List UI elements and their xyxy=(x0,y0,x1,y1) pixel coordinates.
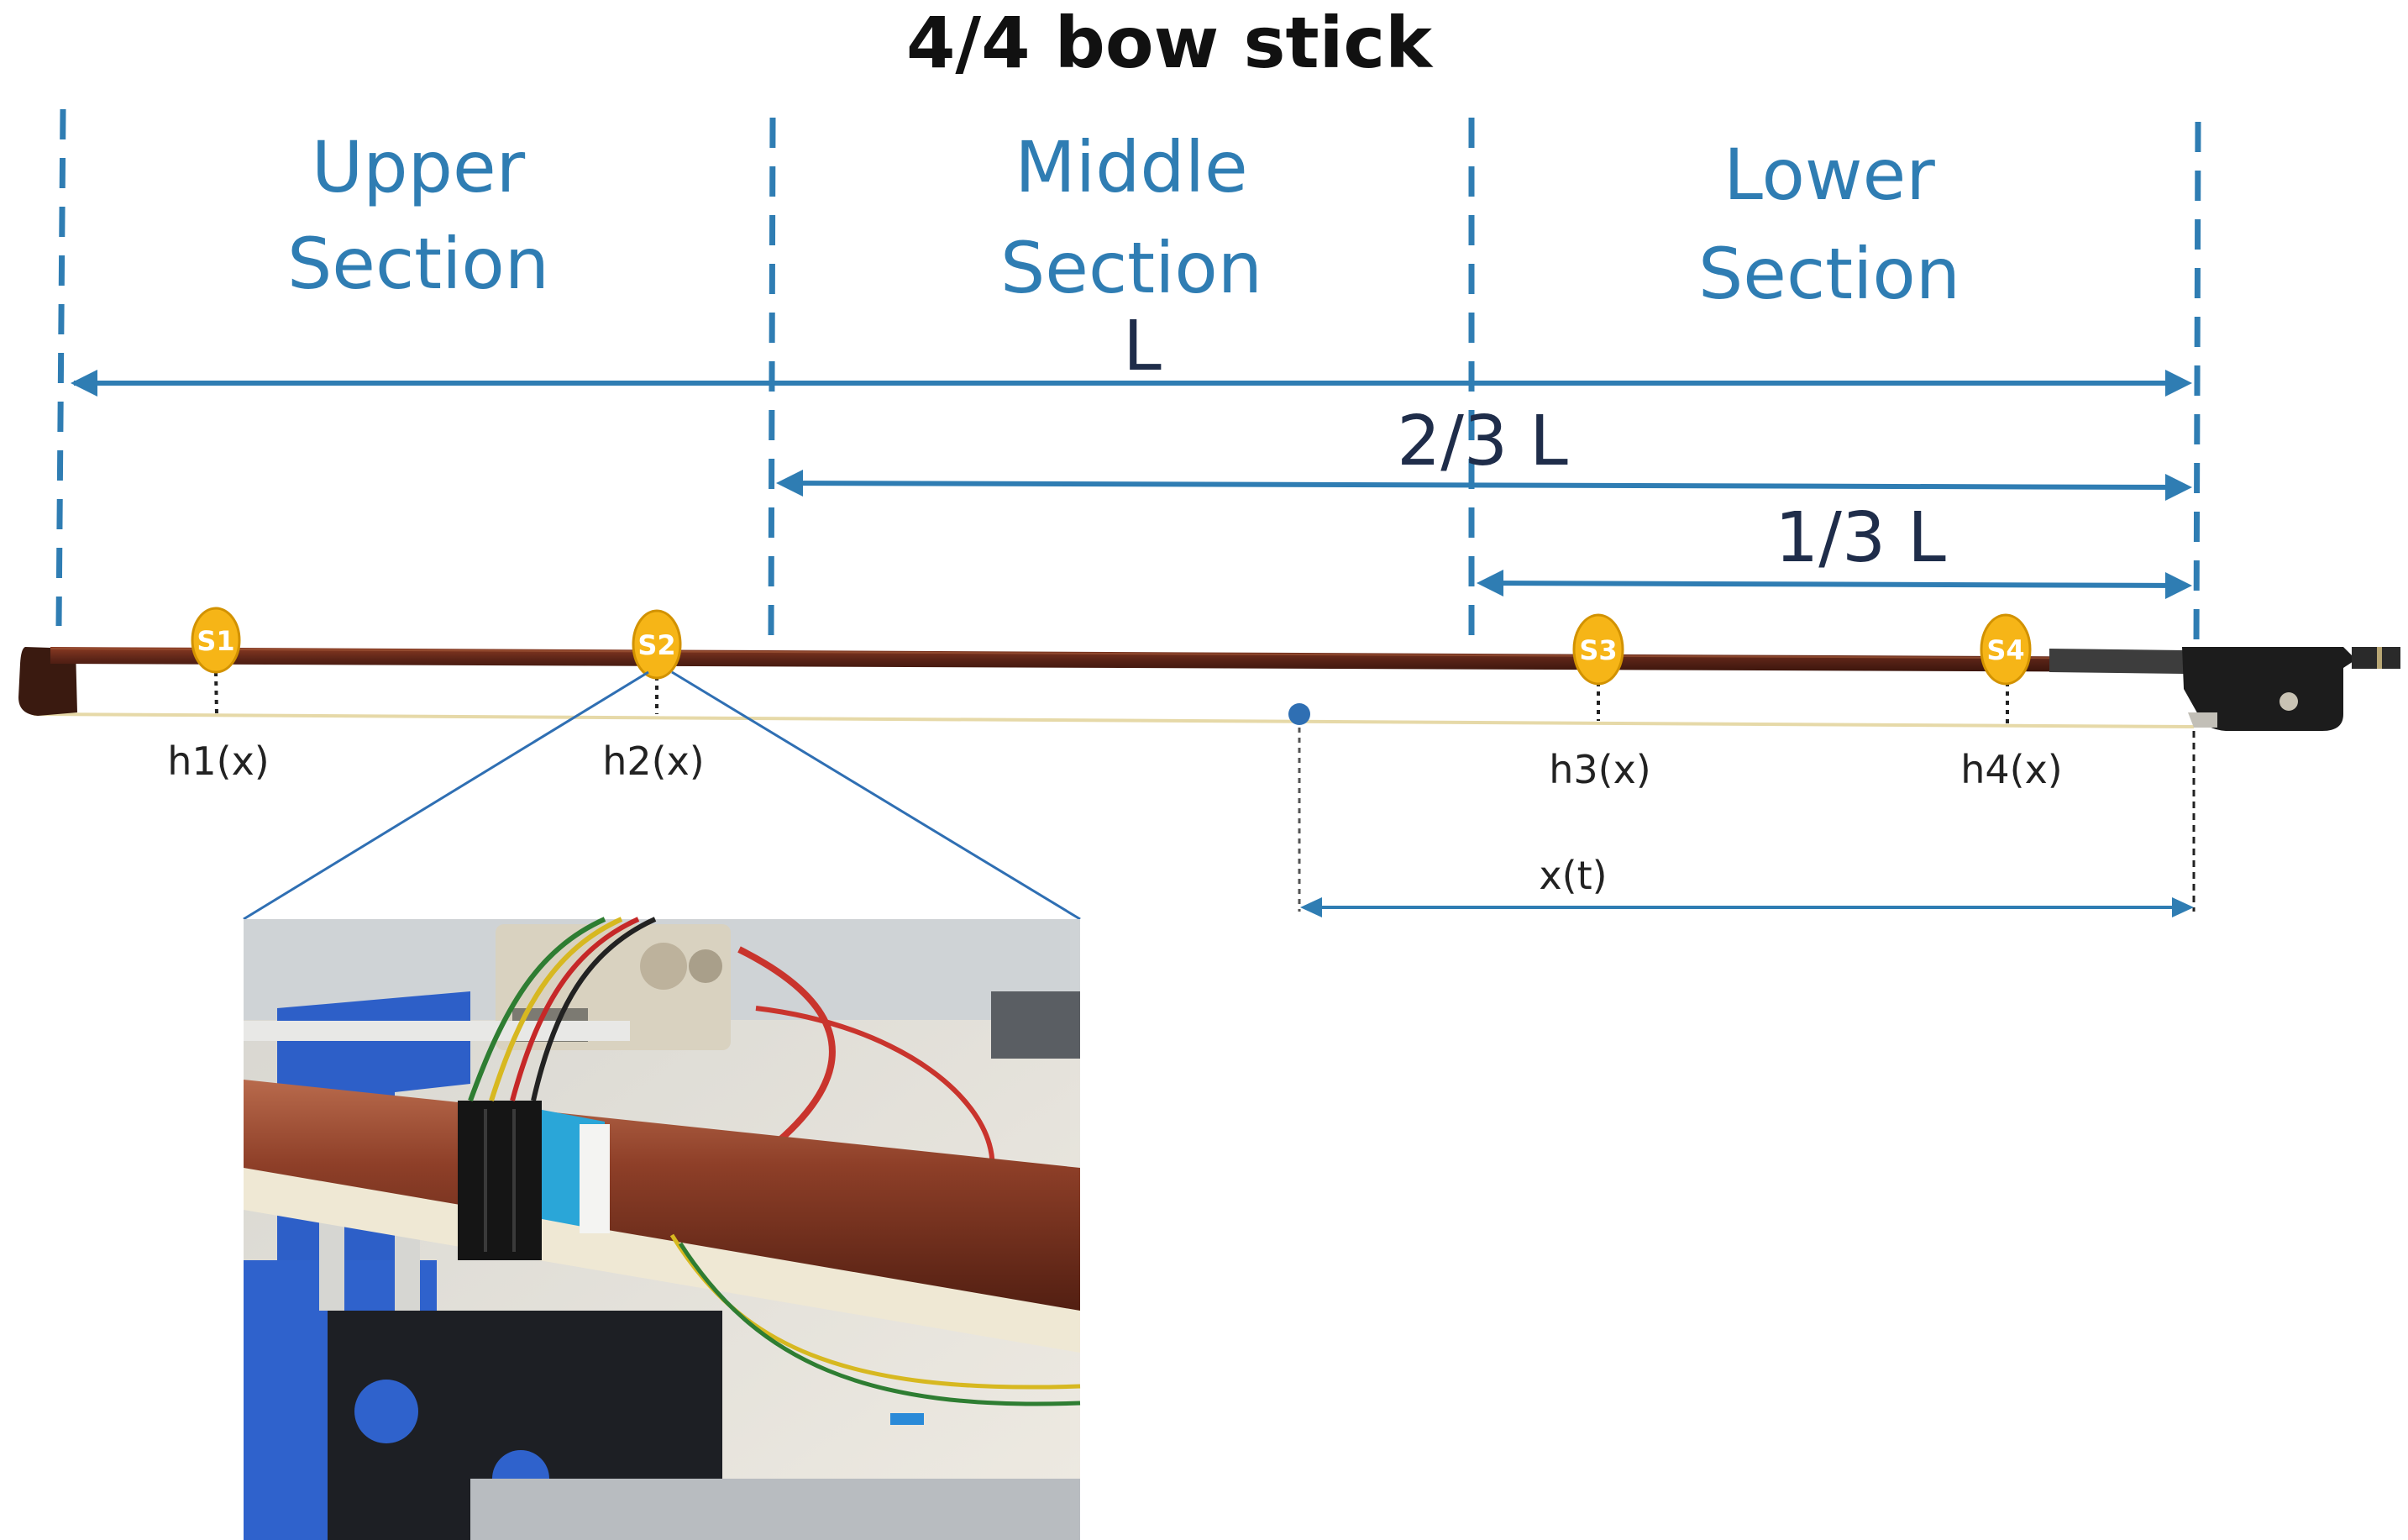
bow-frog xyxy=(2182,647,2356,731)
divider-upper-start xyxy=(55,108,66,627)
h2-label: h2(x) xyxy=(602,738,705,784)
svg-text:Middle: Middle xyxy=(1015,126,1247,208)
bow-grip xyxy=(2049,649,2184,674)
svg-text:Upper: Upper xyxy=(312,126,526,208)
sensor-s2: S2 xyxy=(632,609,682,680)
position-label: x(t) xyxy=(1539,853,1607,898)
dimension-one-third: 1/3 L xyxy=(1477,498,2192,599)
h1-label: h1(x) xyxy=(167,738,270,784)
section-dividers xyxy=(55,108,2201,648)
dimension-two-thirds-label: 2/3 L xyxy=(1397,402,1568,481)
svg-text:S1: S1 xyxy=(197,625,234,657)
sensor-mount-photo xyxy=(244,917,1081,1540)
bow-hair xyxy=(33,712,2195,728)
bow-screw xyxy=(2352,647,2400,669)
bow-stick xyxy=(18,647,2400,731)
divider-lower-end xyxy=(2193,121,2201,648)
diagram-title: 4/4 bow stick xyxy=(906,2,1434,84)
section-label-middle: Middle Section xyxy=(1000,126,1262,309)
sensor-s4: S4 xyxy=(1980,613,2032,686)
svg-text:Section: Section xyxy=(287,223,549,305)
sensor-stems xyxy=(214,671,2009,724)
svg-text:S4: S4 xyxy=(1986,634,2024,666)
zoom-callout-lines xyxy=(243,670,1081,921)
position-dimension: x(t) xyxy=(1300,853,2194,917)
section-label-upper: Upper Section xyxy=(287,126,549,305)
svg-text:Section: Section xyxy=(1698,233,1960,315)
bow-tip xyxy=(18,647,77,716)
h4-label: h4(x) xyxy=(1960,747,2063,792)
sensor-s3: S3 xyxy=(1572,613,1624,686)
dimension-one-third-label: 1/3 L xyxy=(1775,498,1946,578)
svg-text:Lower: Lower xyxy=(1723,134,1935,216)
divider-upper-middle xyxy=(768,117,776,641)
dimension-full-label: L xyxy=(1123,307,1162,386)
dimension-full: L xyxy=(71,307,2192,397)
svg-text:S3: S3 xyxy=(1579,634,1617,666)
svg-text:S2: S2 xyxy=(637,629,675,661)
contact-point-marker xyxy=(1288,703,2196,912)
section-label-lower: Lower Section xyxy=(1698,134,1960,315)
svg-text:Section: Section xyxy=(1000,227,1262,309)
h3-label: h3(x) xyxy=(1549,747,1651,792)
dimension-two-thirds: 2/3 L xyxy=(776,402,2192,501)
sensor-s1: S1 xyxy=(191,607,241,674)
